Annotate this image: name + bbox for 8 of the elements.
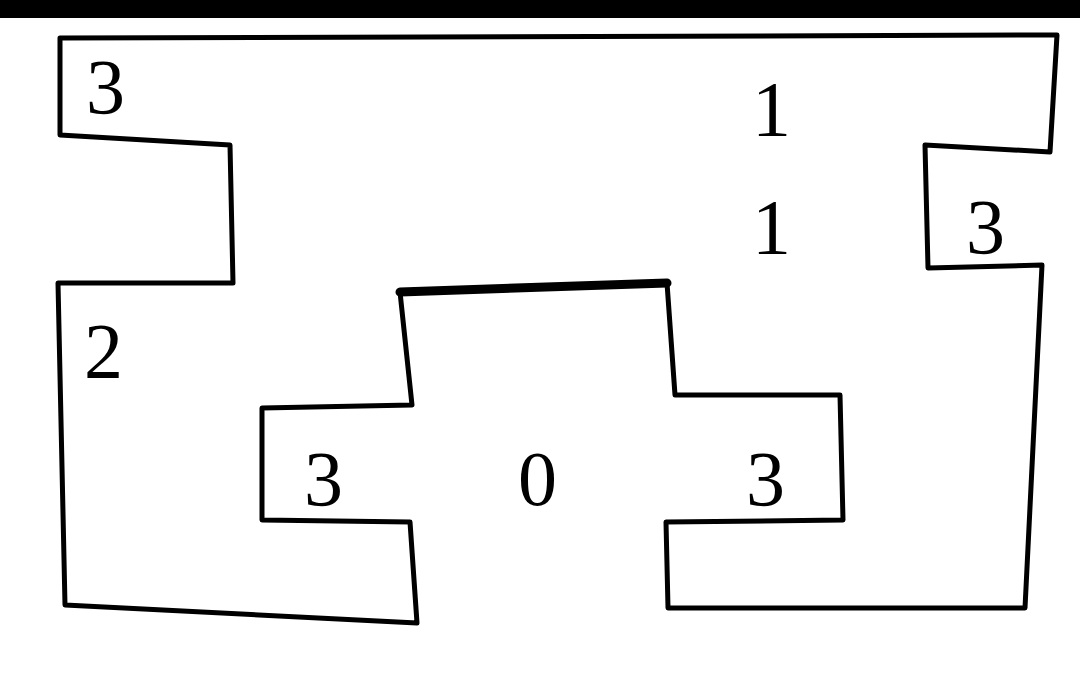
region-number: 2 — [84, 312, 123, 390]
region-number: 0 — [518, 440, 557, 518]
region-number: 3 — [86, 48, 125, 126]
region-number: 3 — [746, 440, 785, 518]
region-number: 3 — [966, 188, 1005, 266]
region-number: 3 — [304, 440, 343, 518]
region-number: 1 — [752, 70, 791, 148]
region-number: 1 — [752, 188, 791, 266]
